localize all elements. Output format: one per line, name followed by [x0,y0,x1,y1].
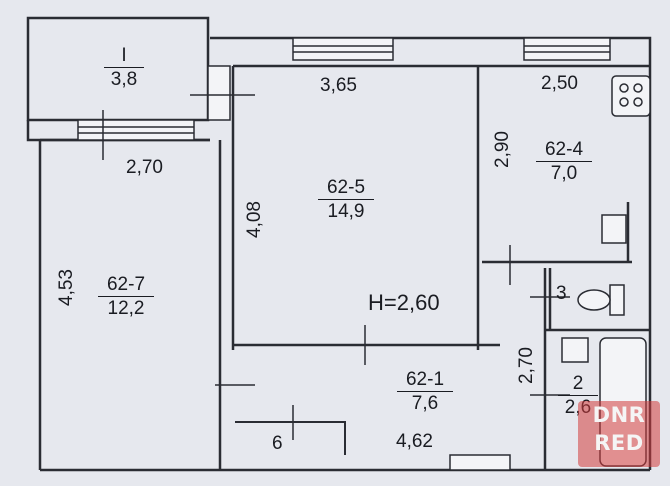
room-balcony: I 3,8 [104,46,144,90]
toilet-label: 3 [556,283,567,304]
dim-balcony-width: 2,70 [126,157,163,178]
closet-label: 6 [272,433,283,454]
room-number: 2 [558,374,598,396]
window-living [292,37,394,61]
room-area: 7,0 [550,162,578,184]
dim-hall-length: 2,70 [515,347,537,384]
room-kitchen: 62-4 7,0 [536,140,592,184]
room-area: 14,9 [327,200,365,222]
stove-icon [611,75,651,117]
dim-bedroom-length: 4,53 [55,269,77,306]
room-area: 3,8 [110,68,138,90]
dim-living-length: 4,08 [243,201,265,238]
dim-hall-width: 4,62 [396,431,433,452]
dim-kitchen-width: 2,50 [541,73,578,94]
closet-outline [235,421,346,455]
room-hall: 62-1 7,6 [397,370,453,414]
ceiling-height: H=2,60 [368,290,440,315]
watermark-line2: RED [594,431,644,455]
room-area: 12,2 [107,297,145,319]
room-number: I [104,46,144,68]
room-number: 62-7 [98,275,154,297]
dim-living-width: 3,65 [320,75,357,96]
room-living: 62-5 14,9 [318,178,374,222]
bath-sink-icon [561,337,589,363]
watermark-line1: DNR [592,403,646,427]
window-kitchen [523,37,611,61]
toilet-icon [577,284,625,316]
window-balcony-door [207,65,231,121]
room-number: 62-4 [536,140,592,162]
kitchen-sink-icon [601,214,627,244]
room-bedroom: 62-7 12,2 [98,275,154,319]
room-area: 7,6 [411,392,439,414]
window-bedroom [77,119,195,141]
room-number: 62-5 [318,178,374,200]
room-number: 62-1 [397,370,453,392]
watermark-logo: DNR RED [578,401,660,467]
dim-kitchen-length: 2,90 [491,131,513,168]
window-bottom [449,454,511,471]
